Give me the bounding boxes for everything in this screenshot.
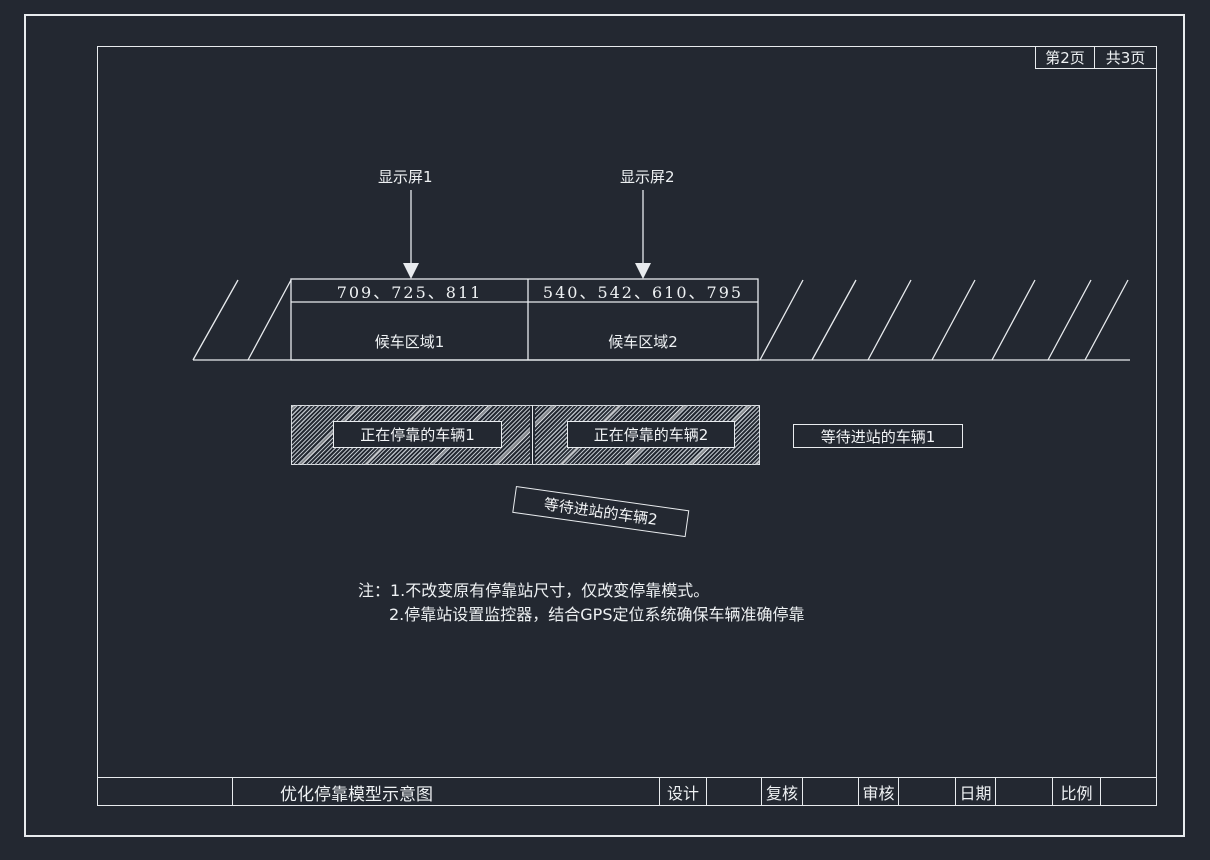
date-label: 日期 (959, 784, 992, 803)
check-label-cell: 复核 (761, 778, 802, 806)
platform-outline (290, 278, 759, 361)
docking-vehicle1-box: 正在停靠的车辆1 (333, 421, 502, 448)
check-label: 复核 (765, 784, 798, 803)
bus-numbers-left: 709、725、811 (336, 282, 483, 302)
waiting-vehicle1-box: 等待进站的车辆1 (793, 424, 963, 448)
waiting-area2-label: 候车区域2 (608, 332, 678, 351)
page-current-label: 第2页 (1045, 49, 1085, 67)
page-total-cell: 共3页 (1095, 46, 1157, 69)
audit-label-cell: 审核 (858, 778, 898, 806)
display2-label: 显示屏2 (620, 168, 675, 186)
audit-value-cell (898, 778, 955, 806)
date-value-cell (995, 778, 1052, 806)
scale-value-cell (1100, 778, 1157, 806)
page-current-cell: 第2页 (1035, 46, 1095, 69)
drawing-title: 优化停靠模型示意图 (280, 784, 433, 805)
page-number-block: 第2页 共3页 (1035, 46, 1157, 69)
title-block: 优化停靠模型示意图 设计 复核 审核 日期 比例 (97, 777, 1157, 806)
berth-divider (530, 406, 535, 464)
docking-vehicle2-label: 正在停靠的车辆2 (593, 426, 709, 444)
waiting-vehicle1-label: 等待进站的车辆1 (820, 427, 936, 446)
design-label-cell: 设计 (659, 778, 706, 806)
waiting-area1-label: 候车区域1 (374, 332, 445, 351)
design-label: 设计 (666, 784, 699, 803)
display1-arrow-icon (403, 190, 419, 279)
scale-label-cell: 比例 (1052, 778, 1100, 806)
display1-label: 显示屏1 (378, 168, 433, 186)
check-value-cell (802, 778, 858, 806)
outer-frame (24, 14, 1185, 837)
title-block-empty-cell (97, 778, 232, 806)
drawing-title-cell: 优化停靠模型示意图 (232, 778, 659, 806)
date-label-cell: 日期 (955, 778, 995, 806)
left-slash-marks (192, 279, 292, 361)
design-value-cell (706, 778, 761, 806)
display2-arrow-icon (635, 190, 651, 279)
docking-vehicle2-box: 正在停靠的车辆2 (567, 421, 735, 448)
page-total-label: 共3页 (1105, 49, 1146, 67)
scale-label: 比例 (1060, 784, 1093, 803)
right-slash-marks (759, 279, 1129, 361)
note-line1: 注：1.不改变原有停靠站尺寸，仅改变停靠模式。 (358, 581, 710, 600)
inner-frame (97, 46, 1157, 806)
audit-label: 审核 (862, 784, 895, 803)
note-line2: 2.停靠站设置监控器，结合GPS定位系统确保车辆准确停靠 (389, 605, 805, 624)
docking-vehicle1-label: 正在停靠的车辆1 (360, 426, 475, 444)
bus-numbers-right: 540、542、610、795 (542, 282, 744, 302)
